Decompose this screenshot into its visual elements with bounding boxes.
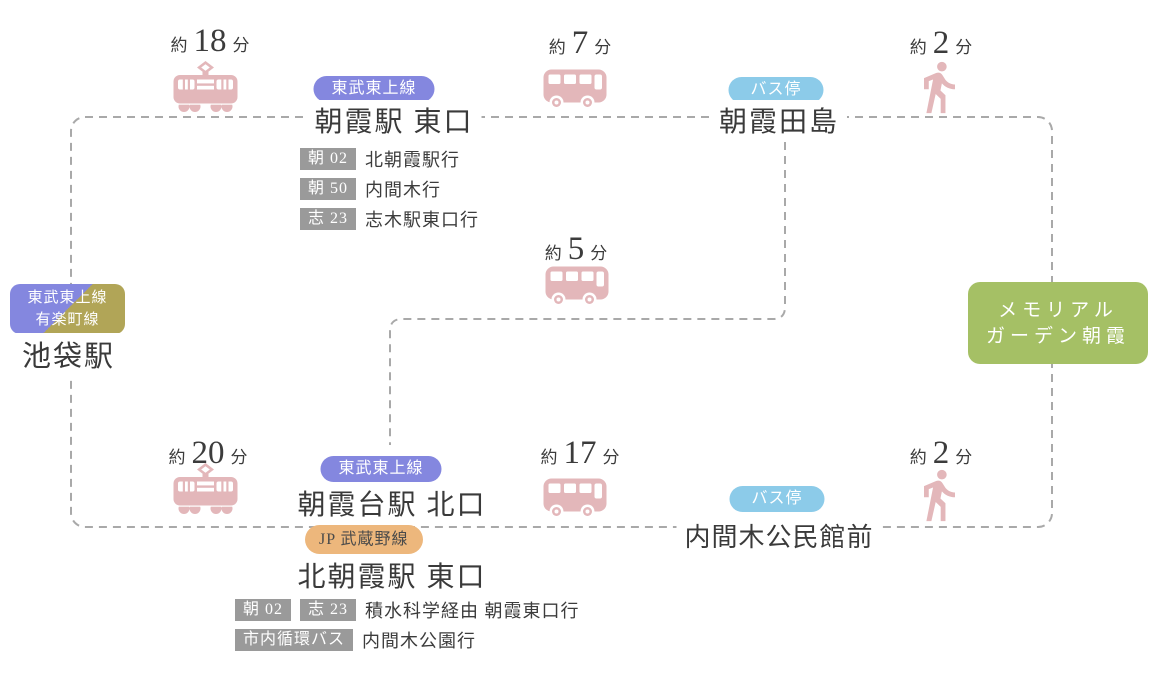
bus-icon bbox=[543, 66, 607, 110]
time-approx: 約 bbox=[170, 36, 188, 55]
bus-route-row: 市内循環バス 内間木公園行 bbox=[235, 627, 476, 653]
bus-route-row: 朝 02 志 23 積水科学経由 朝霞東口行 bbox=[235, 597, 580, 623]
bus-icon bbox=[545, 263, 609, 307]
time-minutes: 2 bbox=[932, 25, 950, 61]
time-unit: 分 bbox=[955, 448, 973, 467]
time-unit: 分 bbox=[955, 38, 973, 57]
bus-route-number-badge: 志 23 bbox=[300, 208, 357, 230]
line-badge-tobu-tojo-bottom: 東武東上線 bbox=[320, 456, 442, 482]
time-approx: 約 bbox=[909, 38, 927, 57]
bus-route-number-badge: 市内循環バス bbox=[235, 629, 354, 651]
bus-route-row: 朝 02 北朝霞駅行 bbox=[300, 146, 460, 172]
station-label-kita-asaka: 北朝霞駅 東口 bbox=[289, 555, 495, 595]
destination-box-memorial-garden-asaka: メモリアル ガーデン朝霞 bbox=[968, 282, 1148, 364]
destination-name-line2: ガーデン朝霞 bbox=[985, 325, 1130, 347]
line-badge-yurakucho: 有楽町線 bbox=[35, 312, 100, 328]
time-minutes: 2 bbox=[932, 435, 950, 471]
bus-stop-badge-top: バス停 bbox=[728, 77, 824, 103]
time-minutes: 7 bbox=[571, 25, 589, 61]
bus-route-destination: 内間木行 bbox=[365, 180, 442, 200]
walk-icon bbox=[924, 467, 955, 524]
time-unit: 分 bbox=[590, 244, 608, 263]
bus-stop-badge-bottom: バス停 bbox=[729, 486, 825, 512]
time-approx: 約 bbox=[544, 244, 562, 263]
time-minutes: 20 bbox=[191, 435, 225, 471]
bus-route-number-badge: 朝 02 bbox=[235, 599, 292, 621]
bus-route-row: 朝 50 内間木行 bbox=[300, 176, 441, 202]
travel-time-walk-top: 約 2 分 bbox=[910, 27, 973, 60]
line-badge-tobu-tojo-top: 東武東上線 bbox=[313, 76, 435, 102]
travel-time-walk-bottom: 約 2 分 bbox=[910, 437, 973, 470]
bus-route-destination: 志木駅東口行 bbox=[365, 210, 480, 230]
station-label-asakadai: 朝霞台駅 北口 bbox=[289, 483, 495, 523]
bus-route-destination: 内間木公園行 bbox=[362, 631, 477, 651]
line-badge-tobu-tojo-left: 東武東上線 bbox=[27, 289, 108, 306]
bus-route-number-badge: 朝 50 bbox=[300, 178, 357, 200]
travel-time-train-bottom: 約 20 分 bbox=[169, 437, 248, 470]
walk-icon bbox=[924, 59, 955, 116]
travel-time-bus-bottom: 約 17 分 bbox=[541, 437, 620, 470]
bus-route-number-badge: 志 23 bbox=[300, 599, 357, 621]
travel-time-bus-middle: 約 5 分 bbox=[545, 233, 608, 266]
destination-name-line1: メモリアル bbox=[998, 299, 1118, 321]
train-icon bbox=[173, 463, 238, 515]
time-unit: 分 bbox=[602, 448, 620, 467]
bus-route-destination: 積水科学経由 朝霞東口行 bbox=[365, 601, 580, 621]
station-label-uchimagi-kominkan: 内間木公民館前 bbox=[676, 517, 882, 554]
time-approx: 約 bbox=[548, 38, 566, 57]
station-label-ikebukuro: 池袋駅 bbox=[14, 333, 124, 375]
time-minutes: 5 bbox=[567, 231, 585, 267]
time-approx: 約 bbox=[168, 448, 186, 467]
train-icon bbox=[173, 61, 238, 113]
line-badge-jr-musashino: JP 武蔵野線 bbox=[305, 525, 423, 554]
travel-time-train-top: 約 18 分 bbox=[171, 25, 250, 58]
time-unit: 分 bbox=[230, 448, 248, 467]
time-approx: 約 bbox=[540, 448, 558, 467]
station-label-asaka-tajima: 朝霞田島 bbox=[710, 100, 848, 140]
bus-route-destination: 北朝霞駅行 bbox=[365, 150, 461, 170]
time-minutes: 17 bbox=[563, 435, 597, 471]
station-label-asaka: 朝霞駅 東口 bbox=[306, 100, 482, 140]
travel-time-bus-top: 約 7 分 bbox=[549, 27, 612, 60]
time-minutes: 18 bbox=[193, 23, 227, 59]
bus-route-row: 志 23 志木駅東口行 bbox=[300, 206, 479, 232]
time-unit: 分 bbox=[232, 36, 250, 55]
time-approx: 約 bbox=[909, 448, 927, 467]
ikebukuro-lines-badge: 東武東上線 有楽町線 bbox=[10, 284, 125, 334]
bus-route-number-badge: 朝 02 bbox=[300, 148, 357, 170]
time-unit: 分 bbox=[594, 38, 612, 57]
bus-icon bbox=[543, 475, 607, 519]
tajima-to-asakadai-line bbox=[389, 142, 786, 445]
